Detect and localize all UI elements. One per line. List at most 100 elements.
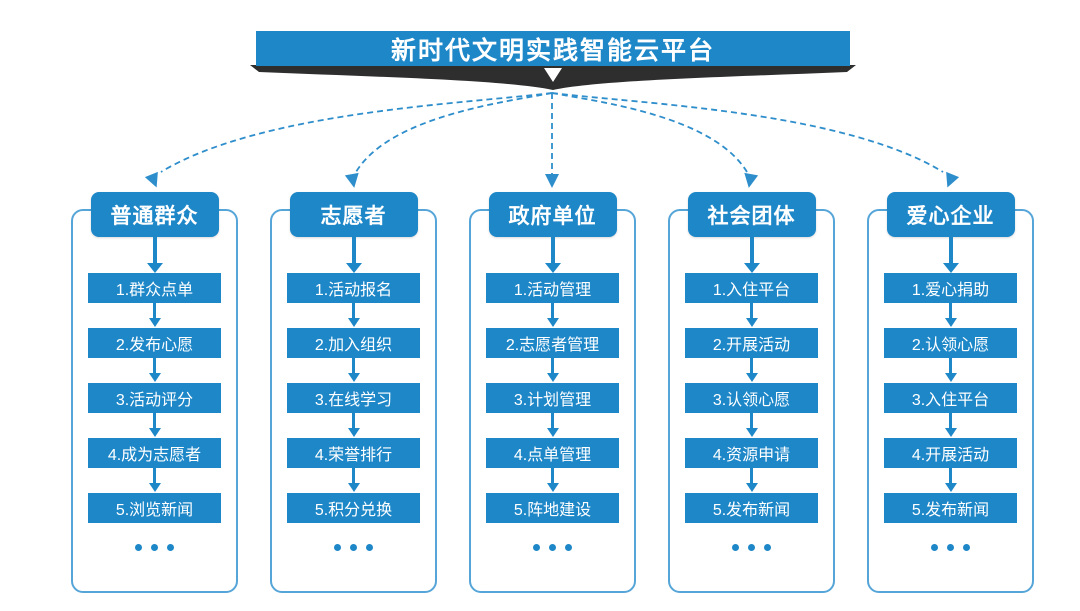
ellipsis-dots-icon xyxy=(732,544,771,551)
dot xyxy=(533,544,540,551)
step-box-4: 4.荣誉排行 xyxy=(287,438,420,468)
role-header: 政府单位 xyxy=(488,192,617,237)
platform-title-banner: 新时代文明实践智能云平台 xyxy=(256,31,850,66)
ellipsis-dots-icon xyxy=(135,544,174,551)
column-content: 社会团体 1.入住平台 2.开展活动 3.认领心愿 4.资源申请 5.发布新闻 xyxy=(668,192,835,551)
down-arrow-icon xyxy=(750,413,753,428)
arrowhead-icon xyxy=(946,171,960,188)
ellipsis-dots-icon xyxy=(931,544,970,551)
step-box-1: 1.活动管理 xyxy=(486,273,619,303)
down-arrow-icon xyxy=(351,237,356,263)
down-arrow-icon xyxy=(551,303,554,318)
dot xyxy=(549,544,556,551)
dot xyxy=(732,544,739,551)
ellipsis-dots-icon xyxy=(334,544,373,551)
step-box-3: 3.认领心愿 xyxy=(685,383,818,413)
arrowhead-icon xyxy=(744,172,759,188)
dot xyxy=(167,544,174,551)
arrowhead-icon xyxy=(144,171,158,188)
step-box-4: 4.开展活动 xyxy=(884,438,1017,468)
down-arrow-icon xyxy=(949,303,952,318)
dot xyxy=(350,544,357,551)
dot xyxy=(931,544,938,551)
dot xyxy=(334,544,341,551)
role-column-2: 志愿者 1.活动报名 2.加入组织 3.在线学习 4.荣誉排行 5.积分兑换 xyxy=(270,192,437,593)
down-arrow-icon xyxy=(949,413,952,428)
step-box-1: 1.群众点单 xyxy=(88,273,221,303)
ellipsis-dots-icon xyxy=(533,544,572,551)
connector-arrowheads xyxy=(144,171,960,188)
step-box-5: 5.发布新闻 xyxy=(884,493,1017,523)
column-content: 志愿者 1.活动报名 2.加入组织 3.在线学习 4.荣誉排行 5.积分兑换 xyxy=(270,192,437,551)
step-box-3: 3.入住平台 xyxy=(884,383,1017,413)
column-content: 爱心企业 1.爱心捐助 2.认领心愿 3.入住平台 4.开展活动 5.发布新闻 xyxy=(867,192,1034,551)
down-arrow-icon xyxy=(949,358,952,373)
step-box-1: 1.爱心捐助 xyxy=(884,273,1017,303)
step-box-1: 1.入住平台 xyxy=(685,273,818,303)
step-box-2: 2.志愿者管理 xyxy=(486,328,619,358)
step-box-2: 2.开展活动 xyxy=(685,328,818,358)
down-arrow-icon xyxy=(153,358,156,373)
step-box-4: 4.点单管理 xyxy=(486,438,619,468)
down-arrow-icon xyxy=(551,413,554,428)
step-box-2: 2.认领心愿 xyxy=(884,328,1017,358)
step-box-3: 3.活动评分 xyxy=(88,383,221,413)
dot xyxy=(947,544,954,551)
role-header: 社会团体 xyxy=(687,192,816,237)
down-arrow-icon xyxy=(153,413,156,428)
down-arrow-icon xyxy=(352,358,355,373)
down-arrow-icon xyxy=(152,237,157,263)
step-box-4: 4.成为志愿者 xyxy=(88,438,221,468)
steps: 1.爱心捐助 2.认领心愿 3.入住平台 4.开展活动 5.发布新闻 xyxy=(884,273,1017,523)
step-box-2: 2.加入组织 xyxy=(287,328,420,358)
down-arrow-icon xyxy=(948,237,953,263)
down-arrow-icon xyxy=(352,303,355,318)
down-arrow-icon xyxy=(352,468,355,483)
role-header: 爱心企业 xyxy=(886,192,1015,237)
role-column-4: 社会团体 1.入住平台 2.开展活动 3.认领心愿 4.资源申请 5.发布新闻 xyxy=(668,192,835,593)
step-box-3: 3.在线学习 xyxy=(287,383,420,413)
down-arrow-icon xyxy=(749,237,754,263)
role-column-5: 爱心企业 1.爱心捐助 2.认领心愿 3.入住平台 4.开展活动 5.发布新闻 xyxy=(867,192,1034,593)
dot xyxy=(366,544,373,551)
connector-to-column-4 xyxy=(551,92,748,173)
steps: 1.入住平台 2.开展活动 3.认领心愿 4.资源申请 5.发布新闻 xyxy=(685,273,818,523)
dot xyxy=(565,544,572,551)
dot xyxy=(764,544,771,551)
dashed-connectors xyxy=(160,92,944,174)
arrowhead-icon xyxy=(344,172,359,188)
down-arrow-icon xyxy=(949,468,952,483)
connector-to-column-2 xyxy=(355,92,553,173)
down-arrow-icon xyxy=(551,358,554,373)
down-arrow-icon xyxy=(750,468,753,483)
down-arrow-icon xyxy=(550,237,555,263)
down-arrow-icon xyxy=(750,303,753,318)
step-box-5: 5.发布新闻 xyxy=(685,493,818,523)
step-box-4: 4.资源申请 xyxy=(685,438,818,468)
role-header: 普通群众 xyxy=(90,192,219,237)
down-arrow-icon xyxy=(153,468,156,483)
arrowhead-icon xyxy=(545,174,559,188)
ribbon-down-arrow-icon xyxy=(544,68,562,82)
step-box-3: 3.计划管理 xyxy=(486,383,619,413)
dot xyxy=(748,544,755,551)
step-box-5: 5.积分兑换 xyxy=(287,493,420,523)
down-arrow-icon xyxy=(352,413,355,428)
step-box-1: 1.活动报名 xyxy=(287,273,420,303)
connector-to-column-5 xyxy=(551,92,944,173)
dot xyxy=(151,544,158,551)
step-box-5: 5.浏览新闻 xyxy=(88,493,221,523)
dot xyxy=(963,544,970,551)
dot xyxy=(135,544,142,551)
down-arrow-icon xyxy=(153,303,156,318)
role-header: 志愿者 xyxy=(289,192,418,237)
connector-to-column-1 xyxy=(160,92,553,173)
down-arrow-icon xyxy=(750,358,753,373)
